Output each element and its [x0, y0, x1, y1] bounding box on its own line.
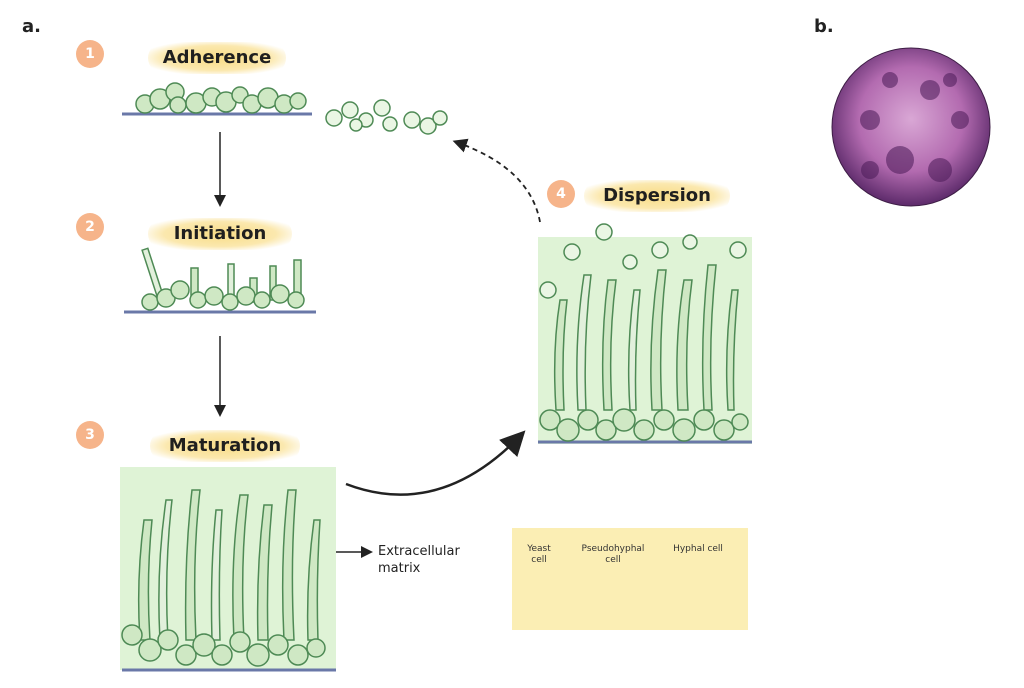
stage-1-number: 1: [76, 40, 104, 68]
ecm-label-line1: Extracellular: [378, 544, 460, 559]
panel-a-letter: a.: [22, 16, 41, 37]
panel-b-letter: b.: [814, 16, 834, 37]
stage-2-number: 2: [76, 213, 104, 241]
extracellular-matrix-label: Extracellular matrix: [378, 543, 460, 577]
legend-hyphal-line1: Hyphal cell: [673, 544, 723, 554]
matrix-dispersion: [538, 237, 752, 444]
stage-title-maturation: Maturation: [150, 430, 300, 462]
ecm-label-line2: matrix: [378, 561, 421, 576]
legend-yeast-cell: Yeast cell: [516, 544, 562, 566]
stage-4-number: 4: [547, 180, 575, 208]
initiation-cells: [141, 247, 305, 311]
legend-hyphal-cell: Hyphal cell: [668, 544, 728, 555]
legend-pseudohyphal-line2: cell: [605, 555, 621, 565]
stage-title-initiation: Initiation: [148, 218, 292, 250]
stage-title-adherence: Adherence: [148, 42, 286, 74]
legend-yeast-line1: Yeast: [527, 544, 551, 554]
stage-title-dispersion: Dispersion: [584, 180, 730, 212]
cell-type-legend: [512, 528, 748, 630]
arrow-maturation-to-dispersion: [345, 430, 526, 496]
dispersed-yeast-cells: [325, 99, 747, 299]
adherence-yeast-cells: [135, 82, 307, 114]
legend-pseudohyphal-cell: Pseudohyphal cell: [574, 544, 652, 566]
legend-yeast-line2: cell: [531, 555, 547, 565]
stage-3-number: 3: [76, 421, 104, 449]
maturation-hyphae: [121, 489, 326, 667]
arrow-dispersion-dashed: [452, 138, 541, 223]
micrograph-texture: [860, 72, 969, 182]
micrograph-image: [831, 47, 991, 207]
matrix-maturation: [120, 467, 336, 670]
dispersion-hyphae: [539, 264, 749, 442]
legend-pseudohyphal-line1: Pseudohyphal: [581, 544, 645, 554]
